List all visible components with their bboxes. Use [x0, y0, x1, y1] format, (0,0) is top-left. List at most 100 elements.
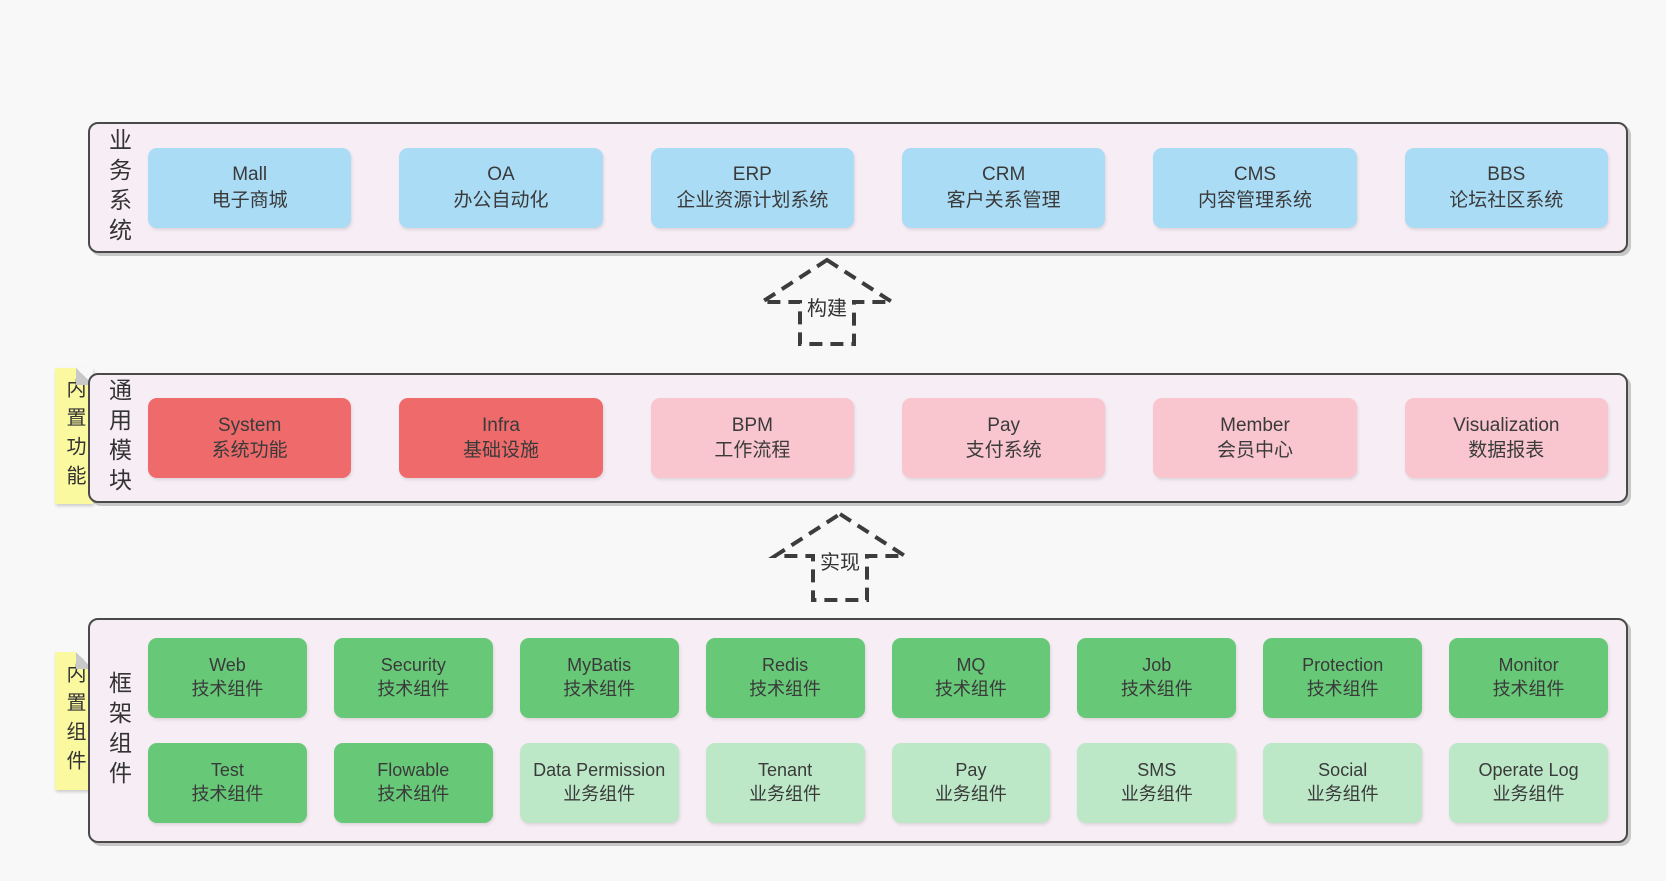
box-flowable-name: Flowable [377, 760, 450, 781]
modules-row: System 系统功能 Infra 基础设施 BPM 工作流程 Pay 支付系统… [148, 398, 1608, 478]
box-sms: SMS 业务组件 [1077, 743, 1237, 823]
box-protection-name: Protection [1302, 655, 1384, 676]
box-test-name: Test [210, 760, 244, 781]
box-security-name: Security [380, 655, 446, 676]
box-pay: Pay 支付系统 [901, 398, 1106, 478]
box-cms-desc: 内容管理系统 [1197, 189, 1312, 211]
box-redis: Redis 技术组件 [705, 638, 865, 718]
box-infra-name: Infra [481, 414, 520, 436]
box-redis-name: Redis [762, 655, 809, 676]
box-test-desc: 技术组件 [191, 784, 264, 804]
build-arrow-label: 构建 [804, 292, 850, 321]
layer-business-systems: 业务系统 Mall 电子商城 OA 办公自动化 ERP 企业资源计划系统 CRM… [88, 122, 1628, 253]
layer-title-business: 业务系统 [105, 127, 132, 248]
box-member-desc: 会员中心 [1216, 440, 1293, 461]
box-job-name: Job [1142, 655, 1172, 676]
box-system: System 系统功能 [148, 398, 352, 478]
box-monitor-name: Monitor [1498, 655, 1559, 676]
box-data-permission: Data Permission 业务组件 [519, 743, 679, 823]
box-mq-desc: 技术组件 [934, 679, 1007, 699]
implement-arrow-icon: 实现 [765, 510, 915, 604]
box-infra: Infra 基础设施 [399, 398, 603, 478]
components-row-biz: Test 技术组件 Flowable 技术组件 Data Permission … [148, 743, 1608, 823]
box-cms-name: CMS [1233, 164, 1277, 186]
box-pay-name: Pay [987, 414, 1021, 436]
box-pay-biz: Pay 业务组件 [891, 743, 1051, 823]
box-cms: CMS 内容管理系统 [1153, 147, 1357, 228]
box-job: Job 技术组件 [1077, 638, 1237, 718]
box-infra-desc: 基础设施 [462, 440, 539, 461]
box-mq: MQ 技术组件 [891, 638, 1051, 718]
box-monitor: Monitor 技术组件 [1449, 638, 1608, 718]
layer-title-components: 框架组件 [105, 670, 132, 791]
box-crm: CRM 客户关系管理 [901, 147, 1106, 228]
box-security: Security 技术组件 [333, 638, 493, 718]
layer-framework-components: 框架组件 Web 技术组件 Security 技术组件 MyBatis 技术组件… [88, 618, 1628, 843]
box-oa: OA 办公自动化 [399, 147, 603, 228]
layer-business-rows: Mall 电子商城 OA 办公自动化 ERP 企业资源计划系统 CRM 客户关系… [146, 124, 1626, 251]
box-social: Social 业务组件 [1263, 743, 1423, 823]
layer-title-modules: 通用模块 [105, 378, 132, 498]
box-member-name: Member [1220, 414, 1290, 436]
box-bbs-desc: 论坛社区系统 [1449, 189, 1564, 211]
box-mall: Mall 电子商城 [148, 147, 352, 228]
box-pay-biz-name: Pay [955, 760, 987, 781]
box-mybatis-desc: 技术组件 [563, 679, 636, 699]
layer-modules-title-wrap: 通用模块 [90, 375, 146, 501]
box-flowable: Flowable 技术组件 [333, 743, 493, 823]
layer-components-rows: Web 技术组件 Security 技术组件 MyBatis 技术组件 Redi… [146, 620, 1626, 841]
box-bpm-desc: 工作流程 [714, 440, 791, 461]
box-tenant-name: Tenant [758, 760, 813, 781]
business-row: Mall 电子商城 OA 办公自动化 ERP 企业资源计划系统 CRM 客户关系… [148, 147, 1608, 228]
build-arrow-icon: 构建 [752, 256, 902, 348]
box-erp-desc: 企业资源计划系统 [676, 189, 829, 211]
box-mall-name: Mall [232, 164, 268, 186]
box-sms-desc: 业务组件 [1120, 784, 1193, 804]
box-pay-biz-desc: 业务组件 [934, 784, 1007, 804]
layer-modules-rows: System 系统功能 Infra 基础设施 BPM 工作流程 Pay 支付系统… [146, 375, 1626, 501]
box-web-name: Web [209, 655, 246, 676]
box-system-desc: 系统功能 [211, 440, 288, 461]
box-monitor-desc: 技术组件 [1492, 679, 1565, 699]
box-member: Member 会员中心 [1153, 398, 1357, 478]
box-bpm-name: BPM [731, 414, 773, 436]
layer-business-title-wrap: 业务系统 [90, 124, 146, 251]
layer-components-title-wrap: 框架组件 [90, 620, 146, 841]
box-web-desc: 技术组件 [191, 679, 264, 699]
box-security-desc: 技术组件 [377, 679, 450, 699]
box-operate-log-name: Operate Log [1478, 760, 1579, 781]
box-oa-name: OA [487, 164, 515, 186]
box-web: Web 技术组件 [148, 638, 307, 718]
box-erp-name: ERP [732, 164, 772, 186]
box-test: Test 技术组件 [148, 743, 307, 823]
box-tenant-desc: 业务组件 [749, 784, 822, 804]
box-operate-log-desc: 业务组件 [1492, 784, 1565, 804]
note-builtin-components-label: 内置组件 [63, 663, 85, 779]
box-erp: ERP 企业资源计划系统 [650, 147, 854, 228]
box-system-name: System [217, 414, 282, 436]
box-visualization-name: Visualization [1453, 414, 1560, 436]
box-visualization-desc: 数据报表 [1468, 440, 1545, 461]
box-social-desc: 业务组件 [1306, 784, 1379, 804]
box-flowable-desc: 技术组件 [377, 784, 450, 804]
box-oa-desc: 办公自动化 [453, 189, 549, 211]
layer-common-modules: 通用模块 System 系统功能 Infra 基础设施 BPM 工作流程 Pay… [88, 373, 1628, 503]
box-mq-name: MQ [956, 655, 986, 676]
note-builtin-features-label: 内置功能 [63, 378, 85, 494]
box-protection: Protection 技术组件 [1263, 638, 1423, 718]
box-redis-desc: 技术组件 [749, 679, 822, 699]
implement-arrow-label: 实现 [817, 546, 863, 575]
box-data-permission-name: Data Permission [533, 760, 666, 781]
box-sms-name: SMS [1137, 760, 1177, 781]
box-job-desc: 技术组件 [1120, 679, 1193, 699]
box-pay-desc: 支付系统 [965, 440, 1042, 461]
box-tenant: Tenant 业务组件 [705, 743, 865, 823]
box-bpm: BPM 工作流程 [650, 398, 854, 478]
components-row-tech: Web 技术组件 Security 技术组件 MyBatis 技术组件 Redi… [148, 638, 1608, 718]
sticky-note-builtin-features: 内置功能 [55, 368, 93, 504]
box-crm-name: CRM [982, 164, 1026, 186]
box-protection-desc: 技术组件 [1306, 679, 1379, 699]
box-crm-desc: 客户关系管理 [946, 189, 1061, 211]
box-mall-desc: 电子商城 [211, 189, 288, 211]
up-block-arrow-icon [755, 257, 899, 346]
